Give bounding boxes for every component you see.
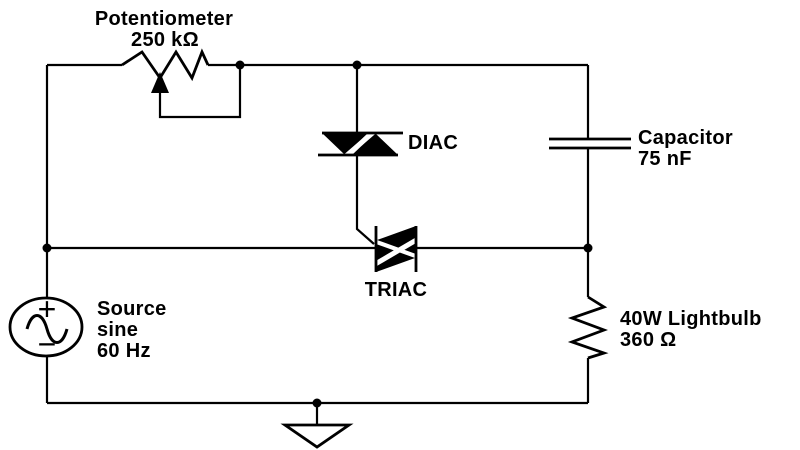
junction-dots [42,60,593,408]
junction-dot [583,243,593,253]
triac-label: TRIAC [365,279,428,301]
junction-dot [352,60,362,70]
triac-slash [370,236,420,269]
potentiometer-value: 250 kΩ [131,29,199,51]
capacitor-symbol [549,137,631,150]
source-minus-mark: − [38,326,57,362]
ground-triangle-icon [280,423,354,449]
lightbulb-symbol [567,295,609,360]
diac-triangle-right [352,133,398,155]
wiper-arrow-icon [151,72,169,93]
triac-terminal-bars [374,226,418,272]
junction-dot [235,60,245,70]
ground-symbol [280,403,354,449]
sine-wave-icon [25,314,69,344]
lightbulb-value: 360 Ω [620,329,676,351]
diac-symbol [318,128,403,158]
lightbulb-label: 40W Lightbulb [620,308,762,330]
junction-dot [42,243,52,253]
junction-dot [312,398,322,408]
wire-wiper-return [158,65,242,119]
source-symbol: + − [8,291,84,362]
diac-terminal-bars [318,131,403,157]
potentiometer-zigzag [121,48,210,82]
triac-triangle-lower [376,244,415,272]
potentiometer-label: Potentiometer [95,8,233,30]
source-frequency-label: 60 Hz [97,340,151,362]
source-circle [8,296,84,358]
diac-label: DIAC [408,132,458,154]
labels: Potentiometer 250 kΩ DIAC Capacitor 75 n… [95,8,762,362]
potentiometer-symbol [121,48,210,93]
diac-triangle-left [322,133,368,155]
wire-diac-branch [355,65,375,245]
source-plus-mark: + [38,291,57,327]
capacitor-label: Capacitor [638,127,733,149]
triac-symbol [370,226,420,272]
lightbulb-zigzag [567,295,609,360]
source-waveform-label: sine [97,319,138,341]
capacitor-value: 75 nF [638,148,692,170]
source-label: Source [97,298,167,320]
